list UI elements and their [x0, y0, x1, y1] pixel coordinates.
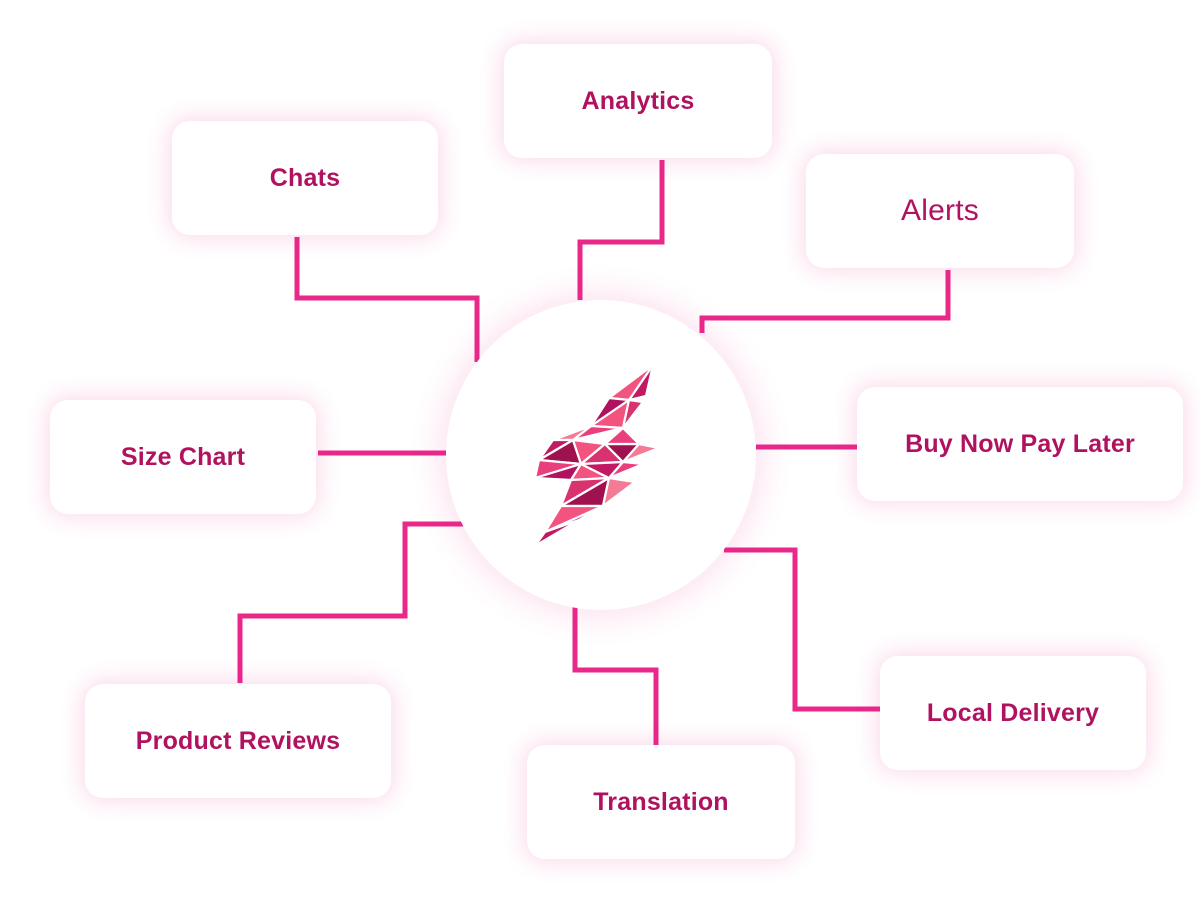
- feature-label-analytics: Analytics: [581, 86, 695, 115]
- connector-translation: [572, 607, 659, 745]
- lightning-bolt-logo-icon: [533, 363, 661, 548]
- feature-label-product-reviews: Product Reviews: [135, 726, 341, 755]
- feature-label-local-delivery: Local Delivery: [926, 698, 1100, 727]
- feature-label-alerts: Alerts: [901, 194, 979, 227]
- feature-box-chats[interactable]: Chats: [172, 121, 438, 235]
- feature-label-buy-now-pay-later: Buy Now Pay Later: [905, 429, 1135, 458]
- feature-label-translation: Translation: [593, 787, 729, 816]
- center-hub[interactable]: [446, 300, 756, 610]
- feature-box-size-chart[interactable]: Size Chart: [50, 400, 316, 514]
- feature-box-analytics[interactable]: Analytics: [504, 44, 772, 158]
- connector-analytics: [577, 160, 665, 300]
- feature-label-size-chart: Size Chart: [120, 442, 246, 471]
- connector-product-reviews: [237, 521, 465, 683]
- feature-box-product-reviews[interactable]: Product Reviews: [85, 684, 391, 798]
- connector-local-delivery: [724, 547, 880, 712]
- connector-alerts: [699, 270, 951, 333]
- feature-box-local-delivery[interactable]: Local Delivery: [880, 656, 1146, 770]
- feature-box-translation[interactable]: Translation: [527, 745, 795, 859]
- connector-chats: [294, 237, 480, 362]
- feature-box-buy-now-pay-later[interactable]: Buy Now Pay Later: [857, 387, 1183, 501]
- feature-label-chats: Chats: [269, 163, 341, 192]
- feature-box-alerts[interactable]: Alerts: [806, 154, 1074, 268]
